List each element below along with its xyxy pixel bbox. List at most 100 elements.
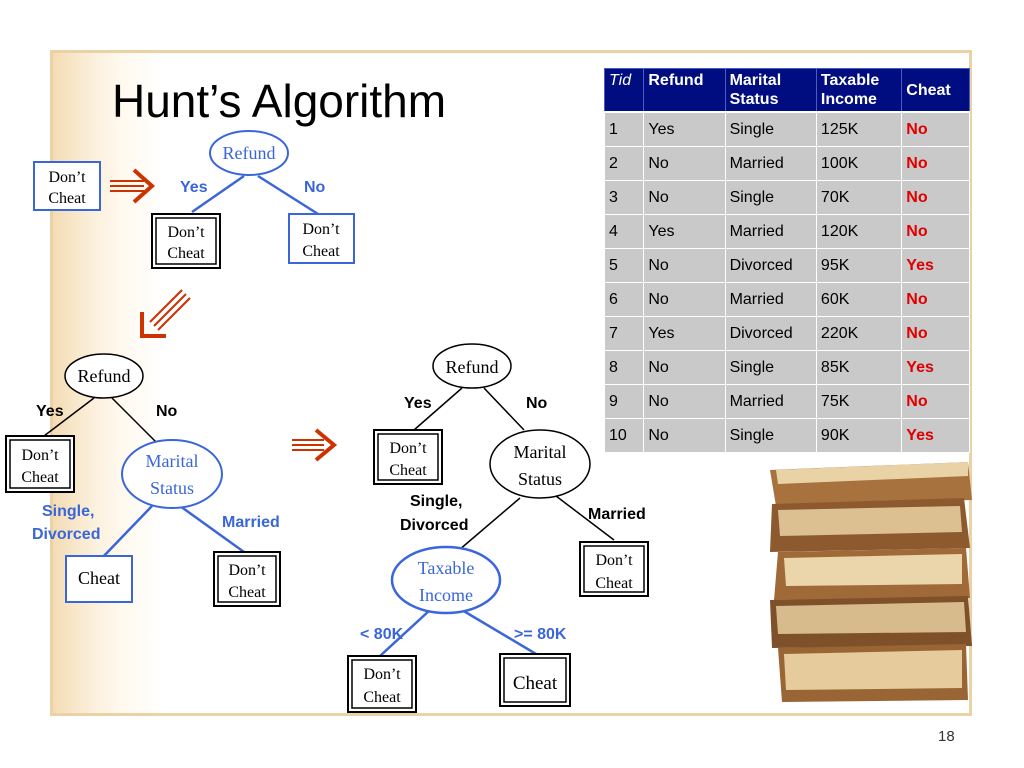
step1-leaf-label-line2: Cheat bbox=[48, 190, 86, 207]
cell-cheat: No bbox=[901, 180, 970, 215]
cell-refund: No bbox=[643, 146, 726, 181]
step4-married-leaf-line1: Don’t bbox=[595, 552, 633, 569]
cell-taxable-income: 220K bbox=[815, 316, 903, 351]
step4-lt-80k-label: < 80K bbox=[360, 626, 404, 643]
cell-refund: No bbox=[643, 282, 726, 317]
step2-yes-leaf bbox=[151, 213, 221, 269]
step3-yes-leaf-line1: Don’t bbox=[21, 447, 59, 464]
step3-married-leaf-line1: Don’t bbox=[228, 562, 266, 579]
step4-marital-line2: Status bbox=[518, 469, 562, 489]
cell-marital-status: Single bbox=[724, 111, 817, 147]
step3-yes-leaf-line2: Cheat bbox=[21, 469, 59, 486]
header-cheat: Cheat bbox=[901, 68, 970, 113]
cell-cheat: No bbox=[901, 214, 970, 249]
cell-marital-status: Married bbox=[724, 384, 817, 419]
step2-no-leaf-line1: Don’t bbox=[302, 221, 340, 238]
step4-yes-leaf-line1: Don’t bbox=[389, 440, 427, 457]
cell-refund: Yes bbox=[643, 214, 726, 249]
cell-taxable-income: 125K bbox=[815, 111, 903, 147]
cell-cheat: Yes bbox=[901, 350, 970, 385]
step2-no-leaf-line2: Cheat bbox=[302, 243, 340, 260]
cell-refund: Yes bbox=[643, 111, 726, 147]
cell-taxable-income: 60K bbox=[815, 282, 903, 317]
cell-marital-status: Divorced bbox=[724, 248, 817, 283]
cell-taxable-income: 95K bbox=[815, 248, 903, 283]
step2-refund-node bbox=[209, 130, 289, 176]
step4-single-divorced-line1: Single, bbox=[410, 493, 462, 510]
cell-cheat: No bbox=[901, 146, 970, 181]
slide-title: Hunt’s Algorithm bbox=[112, 75, 447, 127]
cell-marital-status: Single bbox=[724, 350, 817, 385]
cell-taxable-income: 85K bbox=[815, 350, 903, 385]
header-refund: Refund bbox=[643, 68, 726, 113]
cell-marital-status: Married bbox=[724, 214, 817, 249]
step3-marital-line1: Marital bbox=[146, 451, 199, 471]
step4-income-node bbox=[390, 545, 502, 615]
step3-tree: Refund Yes No Don’t Cheat Marital Status… bbox=[5, 353, 281, 607]
step3-single-leaf bbox=[65, 555, 133, 603]
step4-married-leaf bbox=[579, 541, 649, 597]
step2-no-leaf bbox=[288, 213, 355, 264]
step2-refund-label: Refund bbox=[223, 143, 276, 163]
cell-marital-status: Divorced bbox=[724, 316, 817, 351]
step4-single-divorced-line2: Divorced bbox=[400, 517, 468, 534]
step4-lt-leaf-line1: Don’t bbox=[363, 666, 401, 683]
step4-lt-leaf-line2: Cheat bbox=[363, 689, 401, 706]
cell-marital-status: Married bbox=[724, 282, 817, 317]
step4-yes-label: Yes bbox=[404, 395, 432, 412]
header-tid: Tid bbox=[603, 68, 645, 113]
step4-no-label: No bbox=[526, 395, 548, 412]
cell-tid: 2 bbox=[603, 146, 645, 181]
cell-refund: No bbox=[643, 248, 726, 283]
arrow-right-icon bbox=[110, 168, 156, 204]
cell-cheat: No bbox=[901, 282, 970, 317]
step2-tree: Refund Yes No Don’t Cheat Don’t Cheat bbox=[151, 130, 355, 269]
cell-refund: Yes bbox=[643, 316, 726, 351]
cell-refund: No bbox=[643, 384, 726, 419]
cell-tid: 9 bbox=[603, 384, 645, 419]
cell-refund: No bbox=[643, 180, 726, 215]
step3-single-divorced-line1: Single, bbox=[42, 503, 94, 520]
step3-marital-line2: Status bbox=[150, 478, 194, 498]
step3-married-leaf-line2: Cheat bbox=[228, 584, 266, 601]
cell-tid: 3 bbox=[603, 180, 645, 215]
cell-cheat: No bbox=[901, 111, 970, 147]
cell-taxable-income: 90K bbox=[815, 418, 903, 453]
step3-married-leaf bbox=[213, 551, 281, 607]
cell-marital-status: Single bbox=[724, 180, 817, 215]
step4-marital-line1: Marital bbox=[514, 442, 567, 462]
cell-taxable-income: 70K bbox=[815, 180, 903, 215]
cell-tid: 6 bbox=[603, 282, 645, 317]
step3-yes-leaf bbox=[5, 435, 75, 493]
step1-leaf-box bbox=[33, 161, 101, 211]
step2-yes-leaf-line1: Don’t bbox=[167, 224, 205, 241]
step3-yes-label: Yes bbox=[36, 403, 64, 420]
cell-cheat: Yes bbox=[901, 418, 970, 453]
cell-refund: No bbox=[643, 418, 726, 453]
step4-income-line2: Income bbox=[419, 585, 473, 605]
step1-tree: Don’t Cheat bbox=[33, 161, 101, 211]
step2-yes-leaf-line2: Cheat bbox=[167, 245, 205, 262]
cell-cheat: Yes bbox=[901, 248, 970, 283]
cell-tid: 7 bbox=[603, 316, 645, 351]
cell-cheat: No bbox=[901, 384, 970, 419]
cell-taxable-income: 75K bbox=[815, 384, 903, 419]
step4-married-label: Married bbox=[588, 506, 646, 523]
arrow-right-icon bbox=[292, 428, 338, 462]
cell-marital-status: Married bbox=[724, 146, 817, 181]
step3-married-label: Married bbox=[222, 514, 280, 531]
step1-leaf-label-line1: Don’t bbox=[48, 169, 86, 186]
step2-no-label: No bbox=[304, 179, 326, 196]
